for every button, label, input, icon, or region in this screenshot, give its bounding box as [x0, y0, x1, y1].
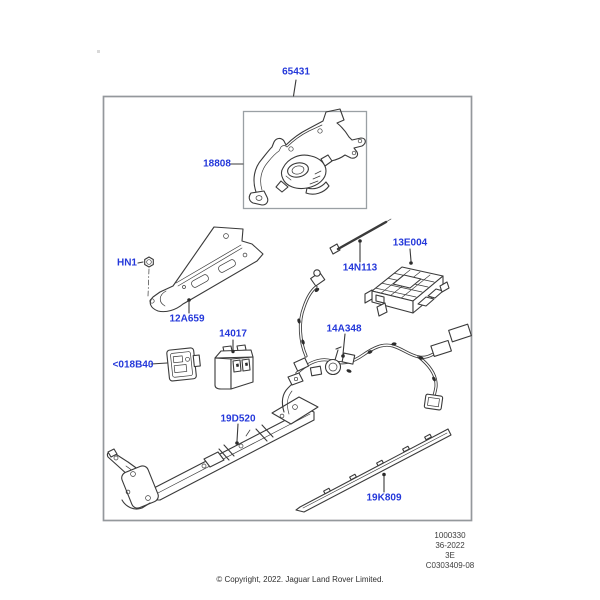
part-label-65431[interactable]: 65431	[282, 66, 310, 78]
leader-line-65431	[292, 79, 297, 97]
part-label-14a348[interactable]: 14A348	[326, 323, 362, 335]
detail-inset-box	[242, 110, 368, 210]
part-label-hn1[interactable]: HN1	[116, 257, 138, 269]
leader-line-19d520	[236, 423, 239, 442]
part-label-19k809[interactable]: 19K809	[366, 492, 402, 504]
part-drawing-18808	[230, 108, 368, 210]
part-drawing-14a348	[293, 269, 472, 411]
part-drawing-14017	[214, 339, 254, 390]
reference-revision: 3E	[445, 551, 455, 560]
part-drawing-12a659	[149, 226, 264, 314]
reference-date: 36-2022	[435, 541, 465, 550]
leader-line-13e004	[409, 248, 412, 262]
part-drawing-14n113	[329, 218, 392, 263]
part-label-018b40[interactable]: <018B40	[112, 359, 154, 371]
page-artifact-mark	[97, 50, 100, 53]
part-label-13e004[interactable]: 13E004	[392, 237, 428, 249]
part-label-14017[interactable]: 14017	[219, 328, 247, 340]
part-drawing-018b40	[166, 347, 201, 382]
part-label-18808[interactable]: 18808	[203, 158, 231, 170]
reference-number: 1000330	[434, 531, 466, 540]
reference-drawing: C0303409-08	[425, 561, 475, 570]
reference-plate: 1000330 36-2022 3E C0303409-08	[403, 531, 497, 571]
part-label-12a659[interactable]: 12A659	[169, 313, 205, 325]
part-label-14n113[interactable]: 14N113	[342, 262, 378, 274]
diagram-border	[102, 95, 473, 522]
part-drawing-19d520	[106, 372, 319, 510]
part-drawing-13e004	[364, 248, 450, 317]
leader-line-018b40	[150, 362, 168, 365]
part-drawing-19k809	[295, 428, 452, 513]
part-drawing-hn1	[137, 256, 154, 297]
leader-line-14a348	[342, 333, 346, 355]
centerline-hn1	[147, 268, 150, 297]
part-label-19d520[interactable]: 19D520	[220, 413, 256, 425]
leader-line-hn1	[137, 261, 144, 264]
copyright-notice: © Copyright, 2022. Jaguar Land Rover Lim…	[216, 575, 384, 584]
